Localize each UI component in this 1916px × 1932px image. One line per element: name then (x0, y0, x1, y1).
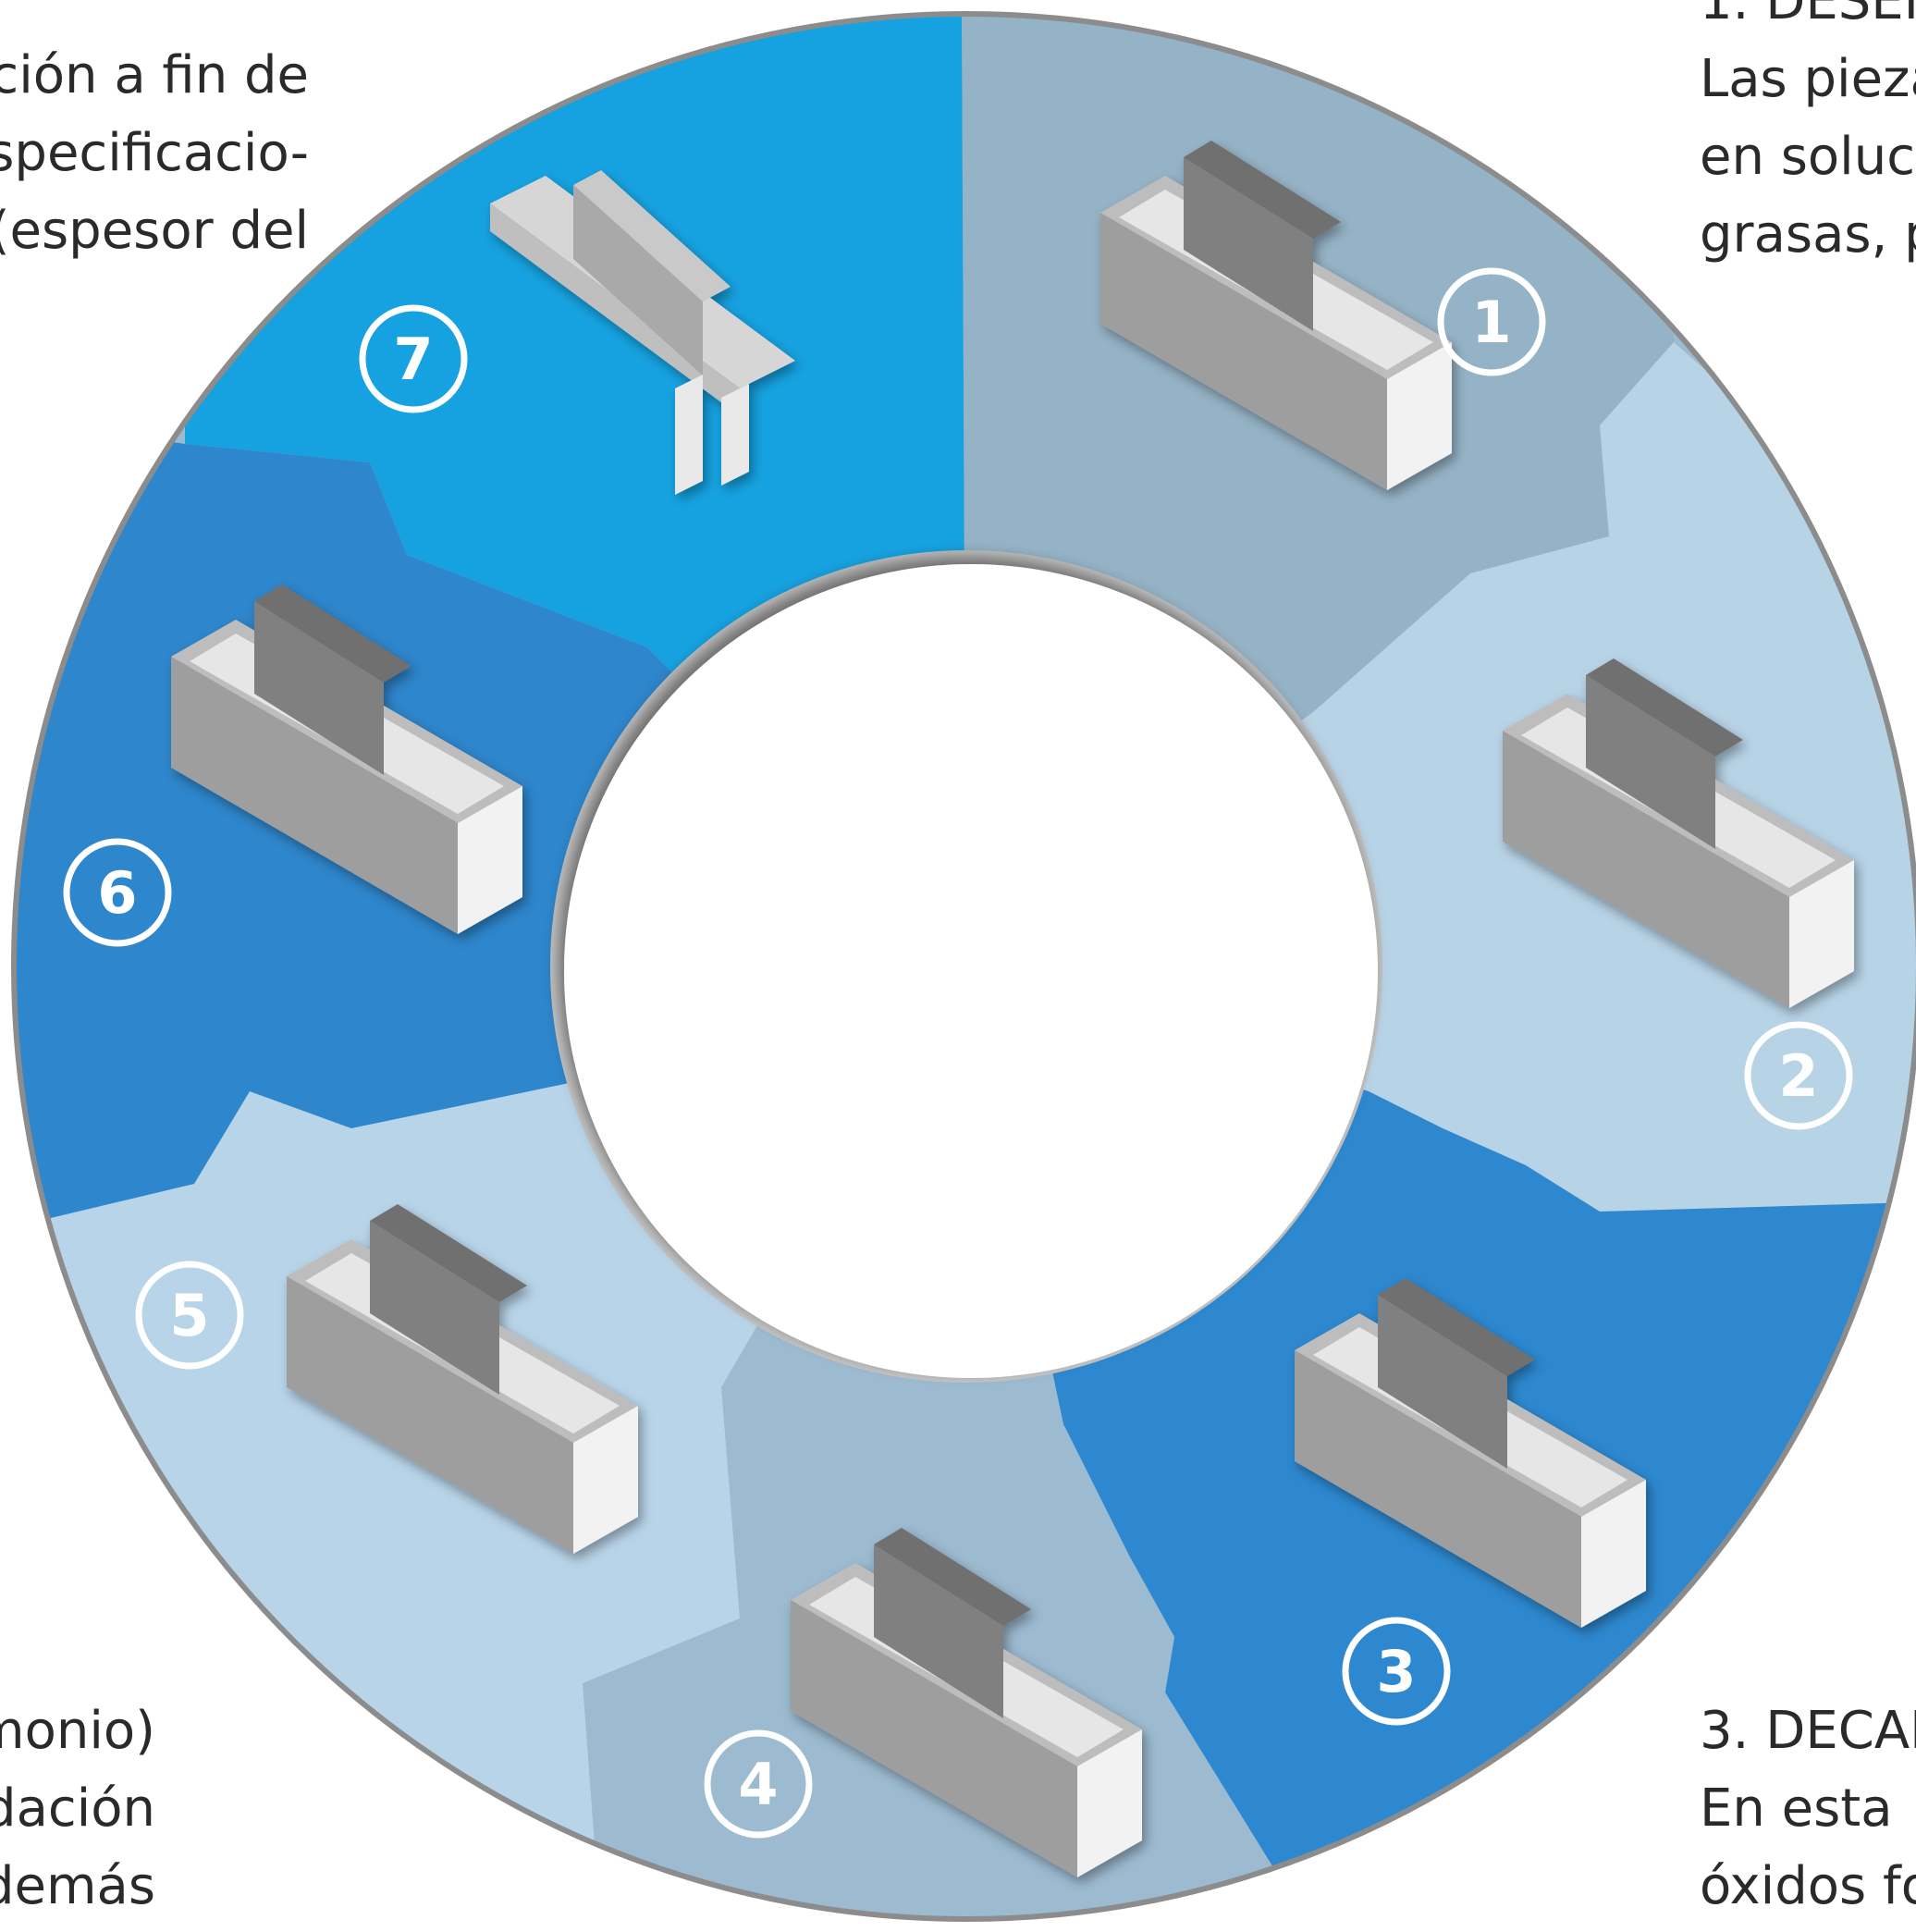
step-badge-3: 3 (1342, 1617, 1451, 1726)
text-line: En esta (1700, 1778, 1893, 1839)
step-badge-5: 5 (135, 1261, 244, 1370)
step-badge-7: 7 (359, 304, 468, 413)
step-number-6: 6 (97, 859, 137, 927)
text-line: ección a fin de (0, 45, 309, 105)
text-top-right: 1. DESEN Las pieza en soluci grasas, p (1700, 0, 1916, 274)
step-number-4: 4 (738, 1751, 778, 1818)
step-badge-6: 6 (63, 838, 172, 947)
step-number-7: 7 (393, 326, 433, 393)
segment-4 (583, 966, 1313, 1919)
text-line: dación (0, 1778, 155, 1839)
text-bottom-right: 3. DECAP En esta óxidos fo (1700, 1692, 1916, 1926)
text-line: monio) (0, 1701, 155, 1761)
step-number-5: 5 (169, 1282, 209, 1349)
step-badge-4: 4 (704, 1729, 813, 1839)
text-line: demás (0, 1856, 155, 1916)
text-bottom-left: monio) dación demás (0, 1692, 155, 1926)
wheel-outline (11, 11, 1916, 1922)
text-line: en soluci (1700, 127, 1916, 187)
step-number-2: 2 (1778, 1042, 1818, 1110)
step-badge-2: 2 (1744, 1021, 1853, 1130)
text-line: grasas, p (1700, 204, 1916, 265)
center-hole (564, 564, 1378, 1378)
text-line: 3. DECAP (1700, 1701, 1916, 1761)
step-badge-1: 1 (1437, 267, 1546, 376)
step-number-3: 3 (1376, 1638, 1416, 1705)
text-line: (espesor del (0, 201, 309, 261)
text-line: Las pieza (1700, 49, 1916, 109)
step-number-1: 1 (1471, 289, 1511, 356)
text-line: óxidos fo (1700, 1856, 1916, 1916)
text-line: 1. DESEN (1700, 0, 1916, 31)
finished-profile-icon-7 (490, 170, 795, 495)
